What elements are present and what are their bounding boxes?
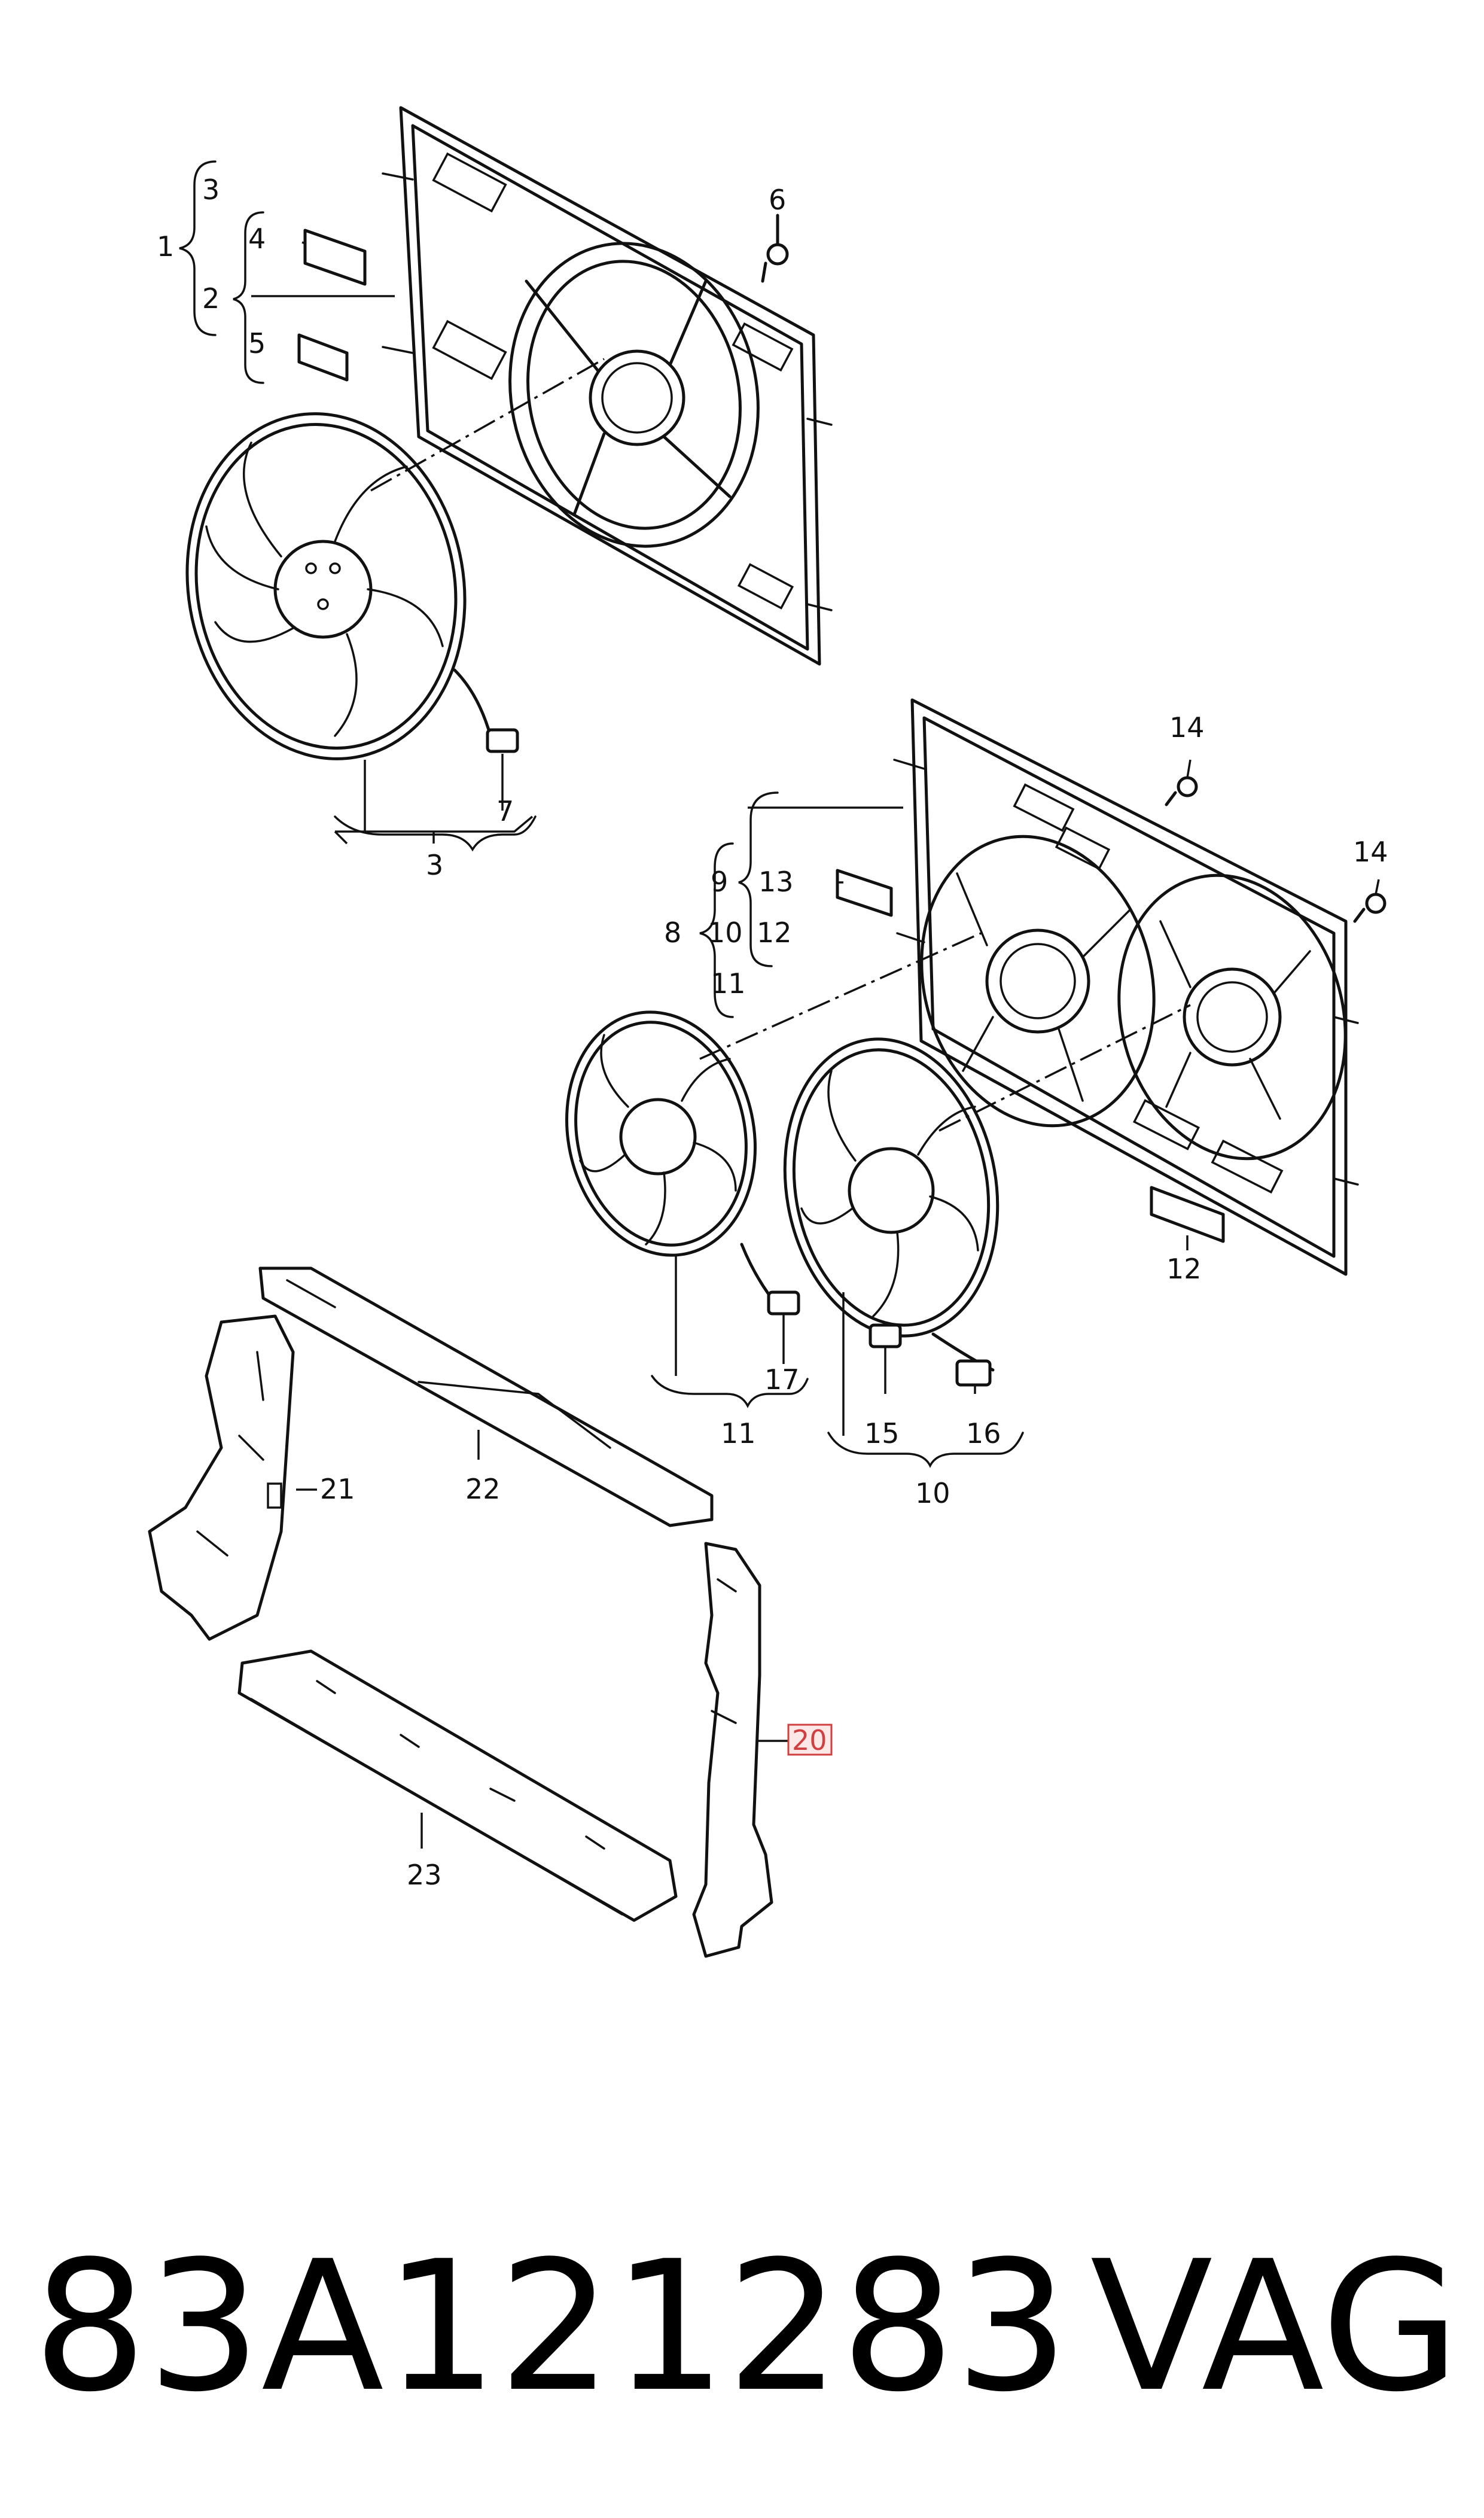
callout-12-mid: 12 bbox=[757, 917, 792, 949]
callout-22: 22 bbox=[465, 1473, 501, 1505]
callout-20: 20 bbox=[792, 1724, 827, 1756]
callout-brackets-lower bbox=[651, 791, 1024, 1468]
callout-10-mid: 10 bbox=[708, 917, 743, 949]
callout-20-highlight bbox=[787, 1724, 833, 1756]
callout-14-b: 14 bbox=[1353, 836, 1388, 868]
callout-10-bottom: 10 bbox=[915, 1477, 950, 1509]
fan-small bbox=[565, 1010, 800, 1316]
part-number: 83A121283 bbox=[33, 2222, 1069, 2431]
brand-label: VAG bbox=[1090, 2222, 1460, 2431]
fan-shroud-twin bbox=[893, 698, 1359, 1276]
callout-2: 2 bbox=[202, 282, 220, 315]
callout-labels: 1 2 3 3 4 5 6 7 8 9 10 11 12 13 14 14 12… bbox=[157, 173, 1388, 1891]
callout-23: 23 bbox=[407, 1859, 442, 1891]
callout-12-bottom: 12 bbox=[1166, 1253, 1202, 1285]
lower-leader-lines bbox=[675, 759, 1380, 1436]
screw-14-a bbox=[1165, 776, 1198, 806]
callout-5: 5 bbox=[248, 327, 266, 360]
callout-16: 16 bbox=[966, 1417, 1001, 1450]
callout-9: 9 bbox=[711, 866, 728, 898]
callout-13: 13 bbox=[758, 866, 794, 898]
pad-5 bbox=[297, 333, 349, 382]
seal-pads-upper bbox=[297, 229, 367, 382]
fan-single bbox=[185, 412, 519, 760]
callout-21: 21 bbox=[320, 1473, 355, 1505]
footer: 83A121283 VAG bbox=[0, 2213, 1484, 2465]
callout-4: 4 bbox=[248, 223, 266, 255]
callout-3-bottom: 3 bbox=[426, 849, 443, 881]
callout-11-bottom: 11 bbox=[721, 1417, 756, 1450]
fan-shroud-single bbox=[382, 106, 833, 666]
callout-8: 8 bbox=[664, 917, 681, 949]
pad-13 bbox=[836, 869, 893, 917]
pad-12 bbox=[1150, 1186, 1225, 1243]
callout-11-mid: 11 bbox=[711, 967, 746, 1000]
pad-4 bbox=[303, 229, 367, 286]
screw-6 bbox=[761, 214, 789, 283]
fan-large bbox=[783, 1037, 1000, 1387]
callout-1: 1 bbox=[157, 230, 174, 263]
callout-brackets-upper bbox=[179, 160, 537, 852]
air-guide-22 bbox=[258, 1266, 714, 1527]
callout-7: 7 bbox=[496, 795, 514, 827]
air-guide-leaders bbox=[296, 1430, 790, 1849]
air-guide-21 bbox=[148, 1314, 295, 1641]
callout-17: 17 bbox=[764, 1363, 800, 1396]
air-guide-23 bbox=[237, 1649, 678, 1922]
callout-3-top: 3 bbox=[202, 173, 220, 206]
screw-14-b bbox=[1353, 893, 1387, 923]
air-guide-20[interactable] bbox=[692, 1542, 773, 1958]
callout-6: 6 bbox=[769, 184, 786, 216]
callout-15: 15 bbox=[864, 1417, 900, 1450]
callout-14-a: 14 bbox=[1169, 711, 1205, 744]
seal-pads-lower bbox=[836, 869, 1225, 1243]
